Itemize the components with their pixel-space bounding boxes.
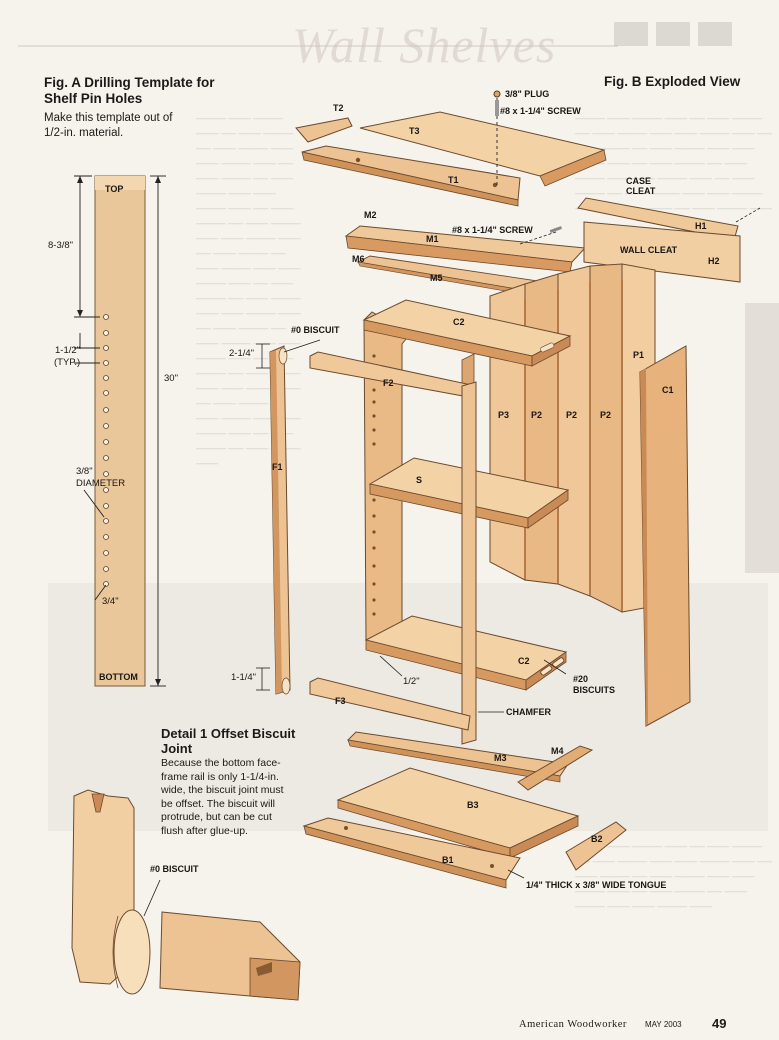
part-F3 — [309, 677, 471, 731]
figA-spacing-note: (TYP.) — [54, 357, 81, 368]
callout-tongue: 1/4" THICK x 3/8" WIDE TONGUE — [526, 880, 667, 890]
callout-chamfer: CHAMFER — [506, 707, 551, 717]
background-block — [698, 22, 732, 46]
part-M4 — [517, 745, 594, 791]
figA-diameter: 3/8" — [76, 466, 93, 477]
background-block — [656, 22, 690, 46]
part-label: P2 — [566, 410, 578, 420]
figA-title: Fig. A Drilling Template for Shelf Pin H… — [44, 75, 215, 106]
figB-title: Fig. B Exploded View — [604, 74, 741, 89]
part-label: P1 — [633, 350, 645, 360]
callout-case-cleat: CASE CLEAT — [626, 176, 656, 196]
background-photo — [745, 303, 779, 573]
figA-subtitle: Make this template out of 1/2-in. materi… — [44, 112, 173, 139]
figA-bottom-label: BOTTOM — [99, 672, 138, 682]
part-label: B3 — [467, 800, 479, 810]
part-label: C2 — [453, 317, 465, 327]
part-label: M1 — [426, 234, 439, 244]
part-label: C1 — [662, 385, 674, 395]
part-label: S — [416, 475, 423, 485]
callout-wall-cleat: WALL CLEAT — [620, 245, 678, 255]
part-label: F2 — [383, 378, 394, 388]
part-label: M5 — [430, 273, 443, 283]
part-label: M4 — [551, 746, 564, 756]
detail-body: Because the bottom face-frame rail is on… — [161, 757, 284, 837]
part-label: P2 — [531, 410, 543, 420]
part-B2 — [565, 821, 627, 871]
page-top-rule — [18, 45, 618, 47]
part-label: M2 — [364, 210, 377, 220]
background-article-title: Wall Shelves — [292, 17, 557, 73]
callout-biscuit: #0 BISCUIT — [291, 325, 340, 335]
part-label: M6 — [352, 254, 365, 264]
callout-plug: 3/8" PLUG — [505, 89, 550, 99]
part-label: B1 — [442, 855, 454, 865]
figA-top-offset: 8-3/8" — [48, 240, 74, 251]
part-label: H2 — [708, 256, 720, 266]
shelf-pin-holes — [103, 314, 109, 587]
face-frame-right-stile — [461, 381, 477, 745]
part-label: T3 — [409, 126, 420, 136]
background-text-column: ──── ─── ──── ─── ── ─── ──── ── ─── ───… — [575, 842, 772, 913]
part-label: H1 — [695, 221, 707, 231]
drilling-template-board — [74, 175, 166, 687]
dim-1-2: 1/2" — [403, 676, 420, 687]
background-block — [614, 22, 648, 46]
part-H1 — [577, 197, 739, 241]
footer-date: MAY 2003 — [645, 1020, 682, 1029]
callout-screw-mid: #8 x 1-1/4" SCREW — [452, 225, 533, 235]
background-text-column: ──── ─── ──── ─── ── ─── ──── ── ─── ───… — [196, 114, 301, 470]
part-label: P2 — [600, 410, 612, 420]
detail-1-drawing — [71, 789, 301, 1001]
part-label: T1 — [448, 175, 459, 185]
callout-screw-top: #8 x 1-1/4" SCREW — [500, 106, 581, 116]
dim-1-1-4: 1-1/4" — [231, 672, 257, 683]
part-label: B2 — [591, 834, 603, 844]
part-label: F1 — [272, 462, 283, 472]
figA-spacing: 1-1/2" — [55, 345, 81, 356]
callout-biscuits20: #20 BISCUITS — [573, 674, 616, 695]
figA-edge: 3/4" — [102, 596, 119, 607]
part-M3 — [346, 731, 569, 777]
part-label: M3 — [494, 753, 507, 763]
figA-diameter-label: DIAMETER — [76, 478, 126, 489]
part-label: P3 — [498, 410, 510, 420]
part-label: T2 — [333, 103, 344, 113]
figA-height: 30" — [164, 373, 178, 384]
detail-title: Detail 1 Offset Biscuit Joint — [161, 726, 296, 756]
page-number: 49 — [712, 1016, 727, 1031]
part-label: C2 — [518, 656, 530, 666]
figA-top-label: TOP — [105, 184, 124, 194]
back-panels — [489, 263, 656, 613]
part-label: F3 — [335, 696, 346, 706]
footer-publication: American Woodworker — [519, 1019, 627, 1030]
background-text-column: ──── ─── ──── ─── ── ─── ──── ── ─── ───… — [575, 114, 772, 215]
part-T2 — [295, 117, 353, 143]
dim-2-1-4: 2-1/4" — [229, 348, 255, 359]
detail-biscuit-label: #0 BISCUIT — [150, 864, 199, 874]
